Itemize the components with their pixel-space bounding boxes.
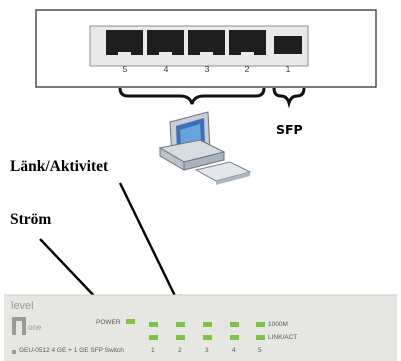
speed-led-1: [149, 322, 158, 327]
brand-name-line2: one: [28, 323, 42, 332]
link-activity-label: Länk/Aktivitet: [10, 158, 109, 175]
sfp-port: [274, 36, 302, 54]
rj45-port-5: [106, 30, 143, 58]
link-led-3: [203, 335, 212, 340]
rj45-port-3: [188, 30, 225, 58]
port-number-5: 5: [122, 64, 128, 74]
brand-logo: [12, 317, 26, 335]
power-label: Ström: [10, 211, 52, 228]
sfp-label: SFP: [276, 122, 303, 137]
led-number-2: 2: [178, 347, 182, 354]
front-panel: [4, 295, 397, 361]
rj45-brace: [118, 87, 266, 105]
link-led-4: [230, 335, 239, 340]
rj45-port-4: [147, 30, 184, 58]
port-number-3: 3: [204, 64, 210, 74]
power-led: [126, 319, 135, 324]
link-led-2: [176, 335, 185, 340]
port-number-4: 4: [163, 64, 169, 74]
model-bullet: [12, 350, 16, 354]
speed-led-5: [256, 322, 265, 327]
speed-led-4: [230, 322, 239, 327]
speed-led-label: 1000M: [268, 321, 288, 328]
model-text: GEU-0512 4 GE + 1 GE SFP Switch: [19, 347, 124, 354]
sfp-brace: [272, 87, 306, 109]
led-number-5: 5: [258, 347, 262, 354]
led-number-1: 1: [151, 347, 155, 354]
link-activity-arrow: [118, 182, 183, 313]
power-led-label: POWER: [96, 319, 121, 326]
led-number-3: 3: [205, 347, 209, 354]
link-led-1: [149, 335, 158, 340]
led-number-4: 4: [232, 347, 236, 354]
link-led-label: LINK/ACT: [268, 334, 298, 341]
computer-icon: [158, 111, 252, 185]
link-led-5: [256, 335, 265, 340]
speed-led-2: [176, 322, 185, 327]
port-number-2: 2: [244, 64, 250, 74]
port-number-1: 1: [285, 64, 291, 74]
rj45-port-2: [229, 30, 266, 58]
speed-led-3: [203, 322, 212, 327]
brand-name-line1: level: [11, 300, 34, 312]
